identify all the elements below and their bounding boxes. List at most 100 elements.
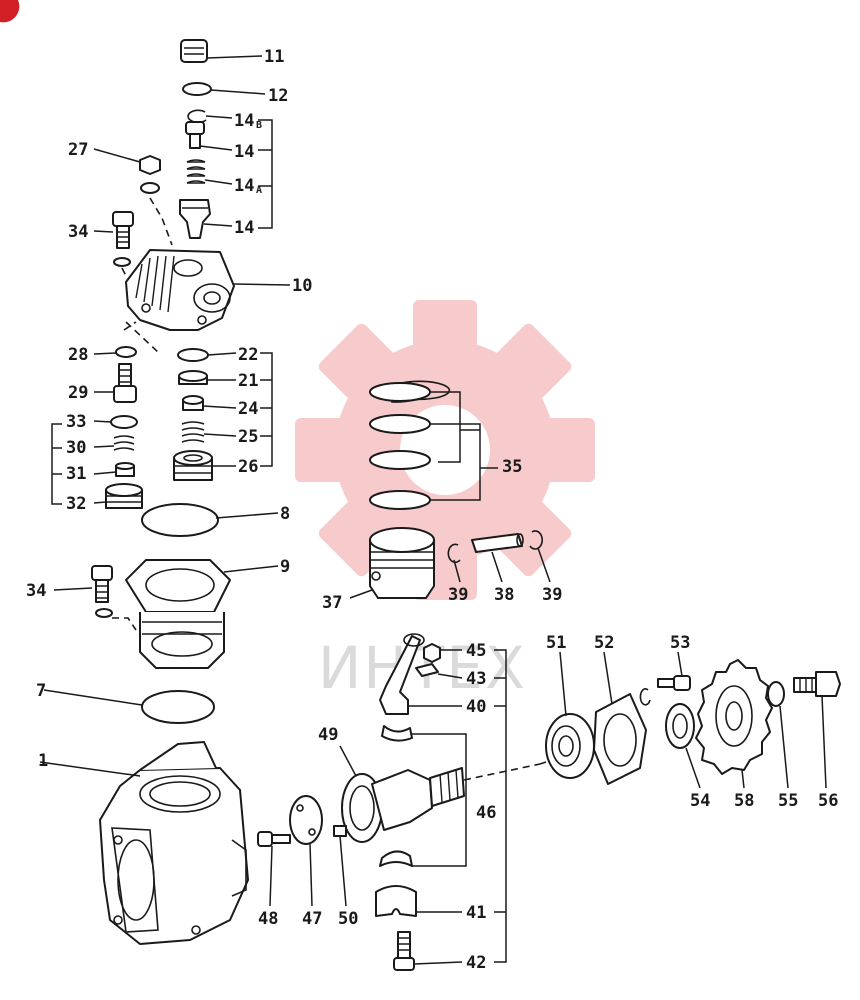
label-14a-sub: A — [256, 185, 262, 196]
label-30: 30 — [66, 438, 86, 458]
label-7: 7 — [36, 681, 46, 701]
assembly-line-10 — [123, 321, 161, 355]
corner-mark — [0, 0, 20, 23]
label-42: 42 — [466, 953, 486, 973]
part-48-bolt — [257, 831, 291, 907]
bracket-40-42 — [494, 649, 507, 963]
label-1: 1 — [38, 751, 48, 771]
part-34-bolt-top — [93, 211, 134, 249]
part-46-bearing-shells — [379, 725, 467, 867]
part-14-valve-body — [179, 199, 233, 239]
label-51: 51 — [546, 633, 566, 653]
part-12-washer — [182, 82, 266, 96]
part-9-cylinder — [125, 559, 279, 669]
part-26-seat — [173, 450, 236, 481]
part-53-washer — [639, 688, 651, 706]
part-49-crankshaft — [339, 745, 465, 843]
part-58-gear — [695, 659, 773, 789]
label-34-top: 34 — [68, 222, 88, 242]
bracket-30-32 — [51, 423, 62, 505]
part-50-pin — [333, 825, 347, 907]
part-8-gasket — [141, 503, 279, 537]
label-14a: 14 — [234, 176, 254, 196]
part-42-rod-bolt — [393, 931, 463, 971]
label-39-right: 39 — [542, 585, 562, 605]
bracket-14 — [258, 119, 273, 229]
part-39-clip-left — [447, 543, 461, 583]
part-25-spring — [181, 421, 237, 443]
label-33: 33 — [66, 412, 86, 432]
label-49: 49 — [318, 725, 338, 745]
label-14b: 14 — [234, 111, 254, 131]
part-14a-spring — [186, 159, 233, 185]
part-14b-clip — [187, 109, 233, 124]
label-14b-sub: B — [256, 120, 262, 131]
part-37-piston — [349, 527, 435, 599]
part-32-seat — [93, 483, 143, 509]
assembly-line-27 — [149, 197, 173, 246]
label-31: 31 — [66, 464, 86, 484]
part-7-gasket — [43, 689, 215, 724]
label-54: 54 — [690, 791, 710, 811]
label-27: 27 — [68, 140, 88, 160]
part-51-bearing — [545, 651, 595, 779]
part-11-plug — [180, 39, 263, 63]
label-10: 10 — [292, 276, 312, 296]
part-53-bolt — [657, 651, 691, 691]
label-52: 52 — [594, 633, 614, 653]
label-39-left: 39 — [448, 585, 468, 605]
part-33-washer — [93, 415, 138, 429]
label-21: 21 — [238, 371, 258, 391]
label-46: 46 — [476, 803, 496, 823]
label-14-pin: 14 — [234, 142, 254, 162]
part-43-lock-washer — [415, 663, 463, 679]
part-54-seal — [665, 703, 701, 789]
assembly-line-34-mid — [112, 617, 137, 631]
label-32: 32 — [66, 494, 86, 514]
part-39-clip-right — [529, 530, 551, 583]
part-38-pin — [471, 533, 524, 583]
part-28-washer — [93, 346, 137, 358]
part-35-rings — [369, 380, 498, 510]
label-56: 56 — [818, 791, 838, 811]
part-31-disc — [93, 462, 135, 477]
part-30-spring — [93, 435, 135, 451]
label-53: 53 — [670, 633, 690, 653]
part-24-disc — [182, 395, 237, 411]
label-8: 8 — [280, 504, 290, 524]
label-48: 48 — [258, 909, 278, 929]
label-40: 40 — [466, 697, 486, 717]
part-47-thrust-washer — [289, 795, 323, 907]
label-22: 22 — [238, 345, 258, 365]
part-27-nut — [93, 148, 161, 175]
label-24: 24 — [238, 399, 258, 419]
bracket-22-26 — [260, 352, 273, 467]
part-34-washer-mid — [95, 608, 113, 618]
label-9: 9 — [280, 557, 290, 577]
label-43: 43 — [466, 669, 486, 689]
part-41-rod-cap — [375, 885, 462, 917]
label-37: 37 — [322, 593, 342, 613]
label-50: 50 — [338, 909, 358, 929]
label-55: 55 — [778, 791, 798, 811]
part-14-pin — [185, 121, 233, 151]
label-26: 26 — [238, 457, 258, 477]
label-14-valve: 14 — [234, 218, 254, 238]
label-45: 45 — [466, 641, 486, 661]
part-56-bolt — [793, 671, 841, 789]
part-1-crankcase — [39, 741, 249, 945]
part-27-washer — [140, 182, 160, 194]
label-34-mid: 34 — [26, 581, 46, 601]
part-10-cylinder-head — [125, 249, 291, 331]
part-52-gasket — [593, 651, 647, 785]
label-38: 38 — [494, 585, 514, 605]
part-34-washer-top — [113, 257, 131, 267]
label-41: 41 — [466, 903, 486, 923]
part-22-washer — [177, 348, 237, 362]
label-47: 47 — [302, 909, 322, 929]
label-58: 58 — [734, 791, 754, 811]
shaft-axis-line — [463, 763, 541, 781]
label-29: 29 — [68, 383, 88, 403]
